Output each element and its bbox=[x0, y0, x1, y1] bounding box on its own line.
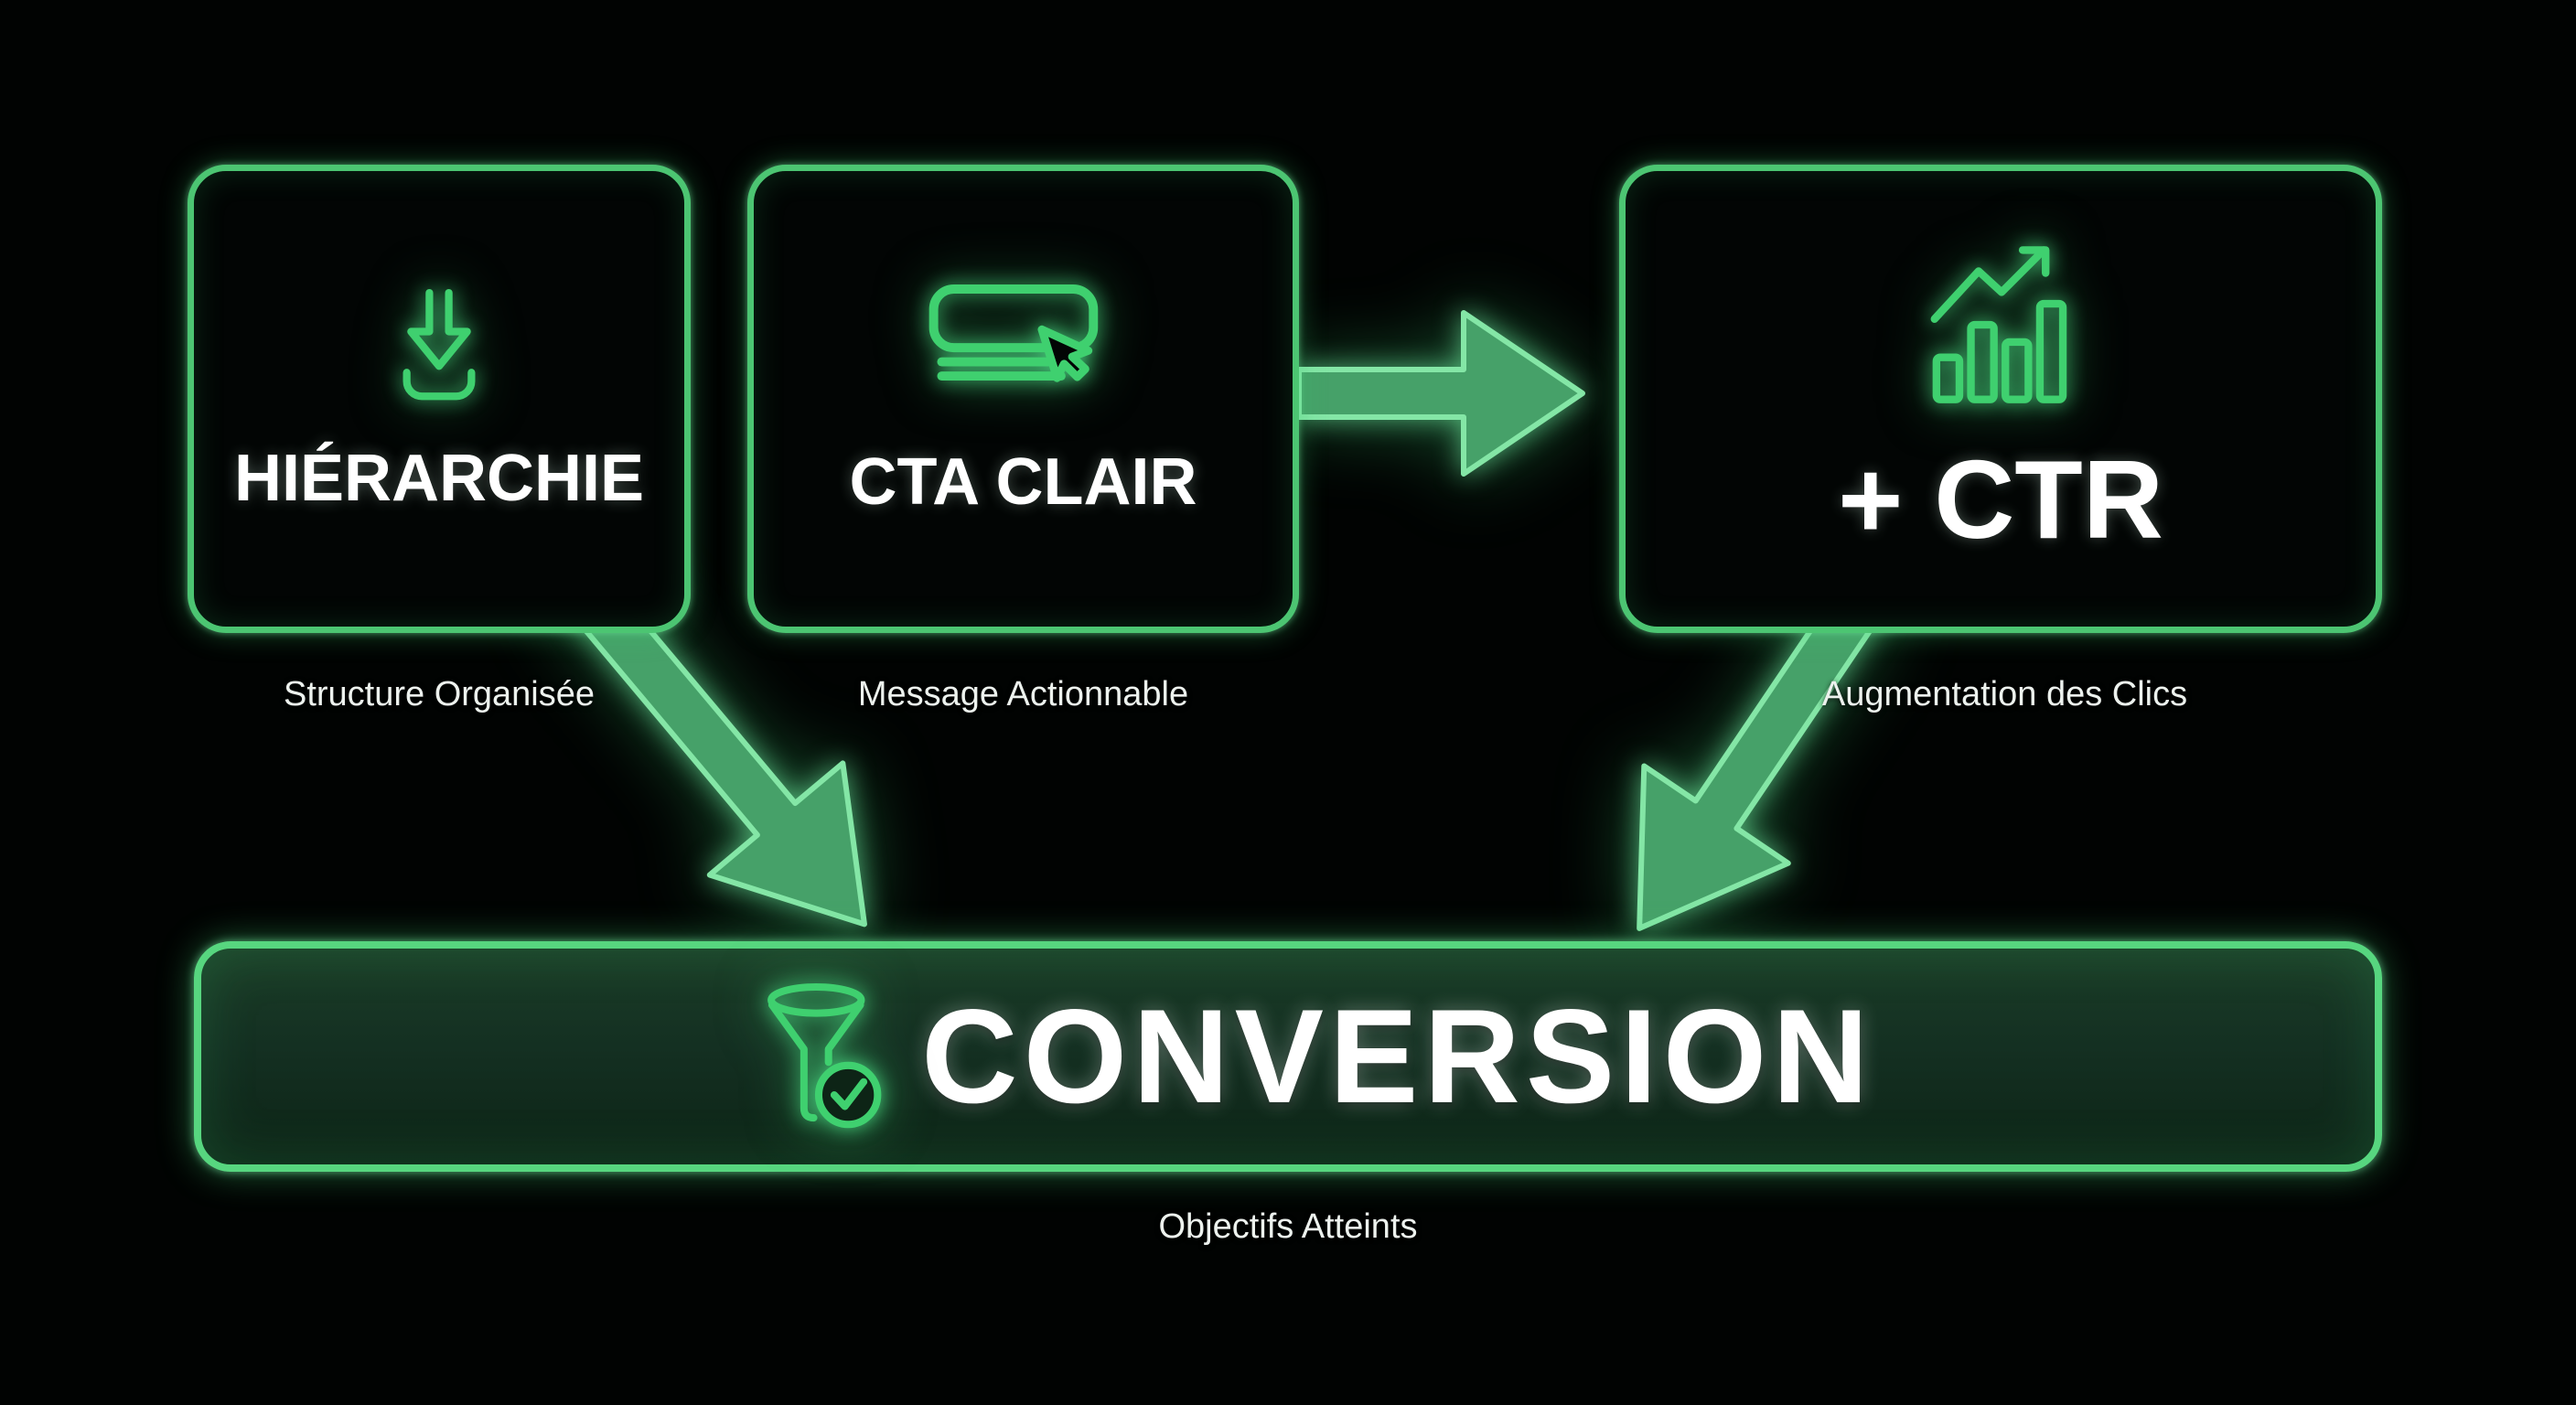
bar-chart-up-icon bbox=[1930, 246, 2067, 403]
card-hierarchie: HIÉRARCHIE bbox=[188, 165, 691, 633]
download-icon bbox=[402, 288, 476, 401]
banner-title: CONVERSION bbox=[921, 981, 1874, 1131]
card-ctr: + CTR bbox=[1619, 165, 2382, 633]
button-click-icon bbox=[928, 284, 1098, 382]
card-title: + CTR bbox=[1838, 437, 2163, 562]
card-cta-clair: CTA CLAIR bbox=[747, 165, 1299, 633]
card-title: HIÉRARCHIE bbox=[233, 442, 645, 515]
funnel-check-icon bbox=[767, 982, 882, 1129]
caption-structure: Structure Organisée bbox=[283, 675, 596, 713]
conversion-banner: CONVERSION bbox=[194, 941, 2382, 1172]
arrow-down-right-icon bbox=[554, 562, 867, 928]
card-title: CTA CLAIR bbox=[849, 445, 1197, 519]
caption-augmentation: Augmentation des Clics bbox=[1821, 675, 2188, 713]
arrow-right-icon bbox=[1296, 310, 1585, 477]
caption-objectifs: Objectifs Atteints bbox=[1158, 1207, 1418, 1246]
caption-message: Message Actionnable bbox=[857, 675, 1189, 713]
